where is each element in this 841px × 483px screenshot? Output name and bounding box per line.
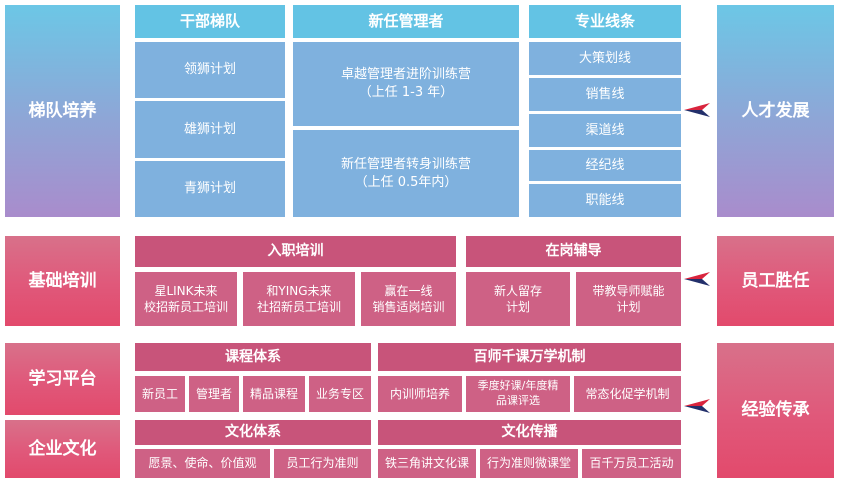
line-item: 大策划线: [529, 42, 681, 75]
right-label-experience-text: 经验传承: [741, 400, 810, 421]
cadre-item: 领狮计划: [135, 42, 285, 98]
coach-item: 新人留存 计划: [466, 272, 570, 326]
mechanism-item: 常态化促学机制: [574, 376, 681, 412]
newmgr-item-text: 卓越管理者进阶训练营 （上任 1-3 年）: [340, 67, 471, 100]
newmgr-item-text: 新任管理者转身训练营 （上任 0.5年内）: [340, 156, 471, 190]
mechanism-item-text: 常态化促学机制: [585, 386, 670, 401]
culture-system-item-text: 员工行为准则: [286, 456, 359, 471]
cadre-item: 青狮计划: [135, 161, 285, 217]
coach-header: 在岗辅导: [466, 236, 681, 267]
line-item-text: 经纪线: [585, 157, 625, 173]
onboard-item: 赢在一线 销售适岗培训: [361, 272, 456, 326]
course-item: 新员工: [135, 376, 185, 412]
newmgr-item: 新任管理者转身训练营 （上任 0.5年内）: [293, 130, 519, 217]
mechanism-header-text: 百师千课万学机制: [473, 348, 586, 365]
line-item-text: 渠道线: [585, 122, 625, 138]
left-label-culture-text: 企业文化: [28, 438, 97, 459]
right-label-competent-text: 员工胜任: [741, 270, 810, 291]
left-label-platform: 学习平台: [5, 343, 120, 415]
course-header-text: 课程体系: [225, 348, 281, 365]
culture-spread-header: 文化传播: [378, 420, 681, 445]
left-label-basic-text: 基础培训: [28, 270, 97, 291]
coach-item-text: 新人留存 计划: [493, 283, 542, 314]
cadre-item-text: 雄狮计划: [183, 121, 236, 137]
mechanism-item: 内训师培养: [378, 376, 462, 412]
course-item: 业务专区: [309, 376, 371, 412]
left-label-echelon-text: 梯队培养: [28, 100, 97, 121]
onboard-item: 和YING未来 社招新员工培训: [243, 272, 355, 326]
culture-spread-item-text: 行为准则微课堂: [486, 456, 571, 471]
onboard-item: 星LINK未来 校招新员工培训: [135, 272, 237, 326]
coach-item-text: 带教导师赋能 计划: [592, 283, 665, 314]
course-item-text: 精品课程: [249, 386, 298, 401]
left-label-echelon: 梯队培养: [5, 5, 120, 217]
course-item-text: 新员工: [141, 386, 178, 401]
course-item: 管理者: [189, 376, 239, 412]
cadre-header: 干部梯队: [135, 5, 285, 38]
right-label-talent-text: 人才发展: [741, 100, 810, 121]
cadre-item-text: 青狮计划: [183, 181, 236, 197]
onboard-header: 入职培训: [135, 236, 456, 267]
line-header: 专业线条: [529, 5, 681, 38]
newmgr-header-text: 新任管理者: [368, 12, 444, 31]
left-label-basic: 基础培训: [5, 236, 120, 326]
course-item: 精品课程: [243, 376, 305, 412]
culture-spread-header-text: 文化传播: [501, 424, 558, 441]
mechanism-item-text: 内训师培养: [389, 386, 450, 401]
coach-header-text: 在岗辅导: [545, 243, 602, 260]
onboard-item-text: 和YING未来 社招新员工培训: [256, 283, 341, 314]
right-label-competent: 员工胜任: [717, 236, 834, 326]
culture-spread-item: 铁三角讲文化课: [378, 449, 476, 478]
cadre-item: 雄狮计划: [135, 101, 285, 158]
coach-item: 带教导师赋能 计划: [576, 272, 681, 326]
line-item: 职能线: [529, 184, 681, 217]
course-header: 课程体系: [135, 343, 371, 371]
right-label-experience: 经验传承: [717, 343, 834, 478]
culture-system-item: 愿景、使命、价值观: [135, 449, 270, 478]
arrow-talent-icon: [684, 103, 710, 117]
newmgr-header: 新任管理者: [293, 5, 519, 38]
line-item-text: 职能线: [585, 192, 625, 208]
onboard-item-text: 星LINK未来 校招新员工培训: [143, 283, 228, 314]
left-label-culture: 企业文化: [5, 420, 120, 478]
cadre-header-text: 干部梯队: [179, 12, 240, 31]
arrow-competent-icon: [684, 272, 710, 286]
line-item: 渠道线: [529, 114, 681, 147]
culture-spread-item: 百千万员工活动: [582, 449, 681, 478]
line-item-text: 销售线: [585, 86, 625, 102]
course-item-text: 业务专区: [315, 386, 364, 401]
mechanism-item-text: 季度好课/年度精 品课评选: [477, 379, 559, 407]
left-label-platform-text: 学习平台: [28, 368, 97, 389]
culture-spread-item-text: 铁三角讲文化课: [384, 456, 469, 471]
culture-spread-item-text: 百千万员工活动: [589, 456, 674, 471]
culture-system-item: 员工行为准则: [274, 449, 371, 478]
culture-system-item-text: 愿景、使命、价值观: [148, 456, 257, 471]
onboard-item-text: 赢在一线 销售适岗培训: [372, 283, 445, 314]
mechanism-header: 百师千课万学机制: [378, 343, 681, 371]
culture-system-header: 文化体系: [135, 420, 371, 445]
mechanism-item: 季度好课/年度精 品课评选: [466, 376, 570, 412]
onboard-header-text: 入职培训: [267, 243, 324, 260]
right-label-talent: 人才发展: [717, 5, 834, 217]
culture-system-header-text: 文化体系: [225, 424, 281, 441]
line-item: 销售线: [529, 78, 681, 111]
line-item-text: 大策划线: [578, 50, 631, 66]
course-item-text: 管理者: [195, 386, 232, 401]
line-header-text: 专业线条: [574, 12, 635, 31]
cadre-item-text: 领狮计划: [183, 62, 236, 78]
line-item: 经纪线: [529, 150, 681, 181]
arrow-experience-icon: [684, 399, 710, 413]
newmgr-item: 卓越管理者进阶训练营 （上任 1-3 年）: [293, 42, 519, 126]
culture-spread-item: 行为准则微课堂: [480, 449, 578, 478]
